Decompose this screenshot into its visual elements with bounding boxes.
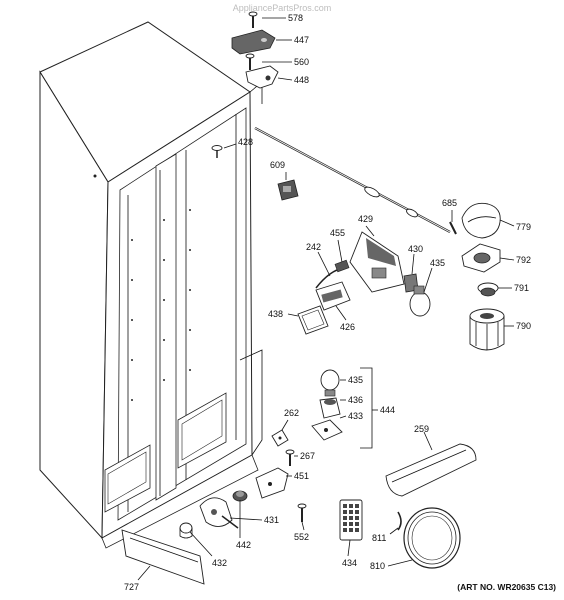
part-267-screw [285,449,295,466]
callout-810: 810 [370,561,385,571]
callout-434: 434 [342,558,357,568]
part-433-bracket [311,419,343,441]
callout-436: 436 [348,395,363,405]
part-609-switch [277,179,299,201]
callout-435-upper: 435 [430,258,445,268]
callout-labels: 578 447 560 448 428 609 685 779 429 455 … [124,13,531,592]
callout-609: 609 [270,160,285,170]
part-685-clip [449,221,457,235]
part-434-filter [339,499,363,541]
part-426-thermostat [315,281,351,311]
callout-431: 431 [264,515,279,525]
callout-426: 426 [340,322,355,332]
part-811-clip [397,511,402,531]
callout-428: 428 [238,137,253,147]
part-790-water-filter [469,308,505,351]
callout-811: 811 [372,533,386,543]
watermark: AppliancePartsPros.com [233,3,332,13]
part-792-filter-head [461,243,501,273]
callout-448: 448 [294,75,309,85]
part-448-hinge [245,65,279,89]
part-560-screw [245,53,255,70]
callout-727: 727 [124,582,139,592]
callout-779: 779 [516,222,531,232]
part-432-plug [179,522,193,539]
part-578-screw [248,11,258,28]
part-442-knob [232,490,248,502]
part-436-socket [319,397,341,419]
callout-447: 447 [294,35,309,45]
part-451-bracket [255,467,289,499]
part-435-light-bulb [409,285,431,317]
callout-451: 451 [294,471,309,481]
part-water-tube [254,127,451,233]
callout-242: 242 [306,242,321,252]
part-262-bracket [271,429,289,447]
callout-560: 560 [294,57,309,67]
callout-442: 442 [236,540,251,550]
refrigerator-cabinet [39,21,263,549]
callout-578: 578 [288,13,303,23]
part-428-shelf-stop [211,145,223,158]
part-791-filter-bypass [477,282,499,297]
callout-455: 455 [330,228,345,238]
part-435-light-bulb-lower [320,369,340,397]
callout-leaders [137,17,515,581]
part-431-damper [199,497,239,529]
part-779-filter-cap [461,202,501,239]
part-259-trim [385,443,477,497]
callout-429: 429 [358,214,373,224]
callout-685: 685 [442,198,457,208]
callout-444: 444 [380,405,395,415]
part-444-light-assembly [311,367,373,449]
part-727-grille [121,529,205,585]
callout-435-lower: 435 [348,375,363,385]
part-447-hinge-cover [231,29,276,55]
callout-790: 790 [516,321,531,331]
part-438-light-shield [297,305,329,335]
callout-432: 432 [212,558,227,568]
callout-430: 430 [408,244,423,254]
part-552-screw [297,503,307,522]
callout-262: 262 [284,408,299,418]
part-429-light-housing [349,231,405,293]
art-number: (ART NO. WR20635 C13) [457,582,556,592]
callout-552: 552 [294,532,309,542]
callout-792: 792 [516,255,531,265]
callout-259: 259 [414,424,429,434]
part-242-harness [315,259,350,289]
callout-791: 791 [514,283,529,293]
callout-438: 438 [268,309,283,319]
callout-267: 267 [300,451,315,461]
callout-433: 433 [348,411,363,421]
part-810-wire-harness [403,507,461,569]
